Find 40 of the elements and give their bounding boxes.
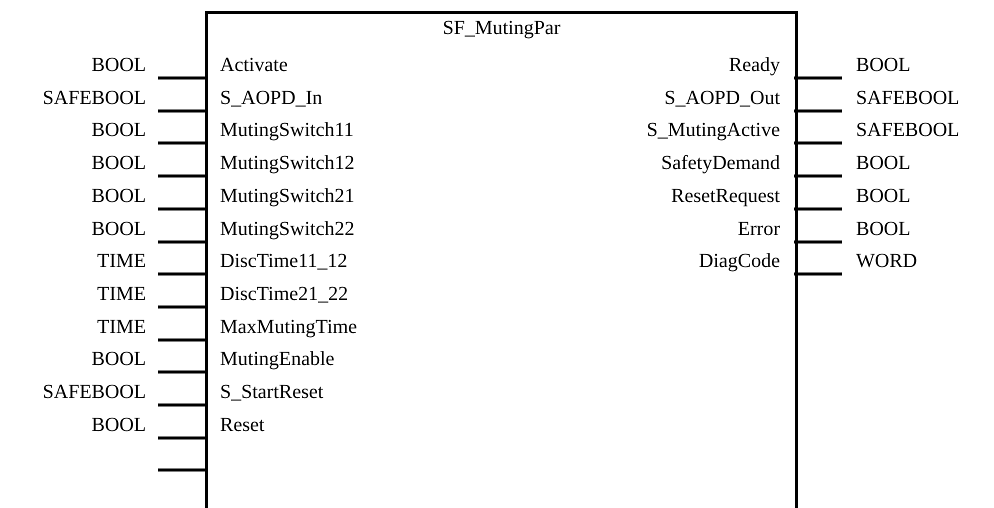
- data-type-label: BOOL: [92, 414, 146, 436]
- pin-name: MutingSwitch11: [220, 119, 354, 142]
- pin-name: DiscTime21_22: [220, 282, 348, 305]
- pin-name: SafetyDemand: [661, 152, 780, 174]
- pin-name: S_AOPD_Out: [664, 86, 780, 109]
- pin-name: ResetRequest: [671, 184, 780, 207]
- data-type-label: TIME: [97, 250, 146, 272]
- pin-name: Activate: [220, 54, 288, 76]
- data-type-label: TIME: [97, 316, 146, 338]
- data-type-label: BOOL: [92, 119, 146, 142]
- function-block: [205, 11, 798, 508]
- pin-name: DiscTime11_12: [220, 250, 348, 272]
- data-type-label: SAFEBOOL: [856, 86, 960, 109]
- pin-name: S_MutingActive: [646, 119, 780, 142]
- pin-name: Ready: [728, 54, 780, 76]
- data-type-label: BOOL: [92, 54, 146, 76]
- pin-name: DiagCode: [698, 250, 780, 272]
- data-type-label: BOOL: [92, 152, 146, 174]
- data-type-label: SAFEBOOL: [856, 119, 960, 142]
- data-type-label: SAFEBOOL: [42, 86, 146, 109]
- data-type-label: WORD: [856, 250, 918, 272]
- data-type-label: BOOL: [856, 54, 910, 76]
- pin-name: MaxMutingTime: [220, 316, 358, 338]
- data-type-label: BOOL: [856, 184, 910, 207]
- pin-name: MutingSwitch22: [220, 218, 354, 240]
- data-type-label: BOOL: [92, 218, 146, 240]
- block-title: SF_MutingPar: [442, 17, 562, 39]
- pin-name: MutingSwitch12: [220, 152, 354, 174]
- data-type-label: BOOL: [92, 184, 146, 207]
- data-type-label: TIME: [97, 282, 146, 305]
- pin-name: MutingSwitch21: [220, 184, 354, 207]
- pin-name: Error: [738, 218, 780, 240]
- data-type-label: BOOL: [856, 218, 910, 240]
- pin-name: S_AOPD_In: [220, 86, 322, 109]
- pin-name: S_StartReset: [220, 381, 324, 403]
- data-type-label: BOOL: [92, 348, 146, 370]
- pin-name: MutingEnable: [220, 348, 334, 370]
- data-type-label: SAFEBOOL: [42, 381, 146, 403]
- pin-name: Reset: [220, 414, 264, 436]
- data-type-label: BOOL: [856, 152, 910, 174]
